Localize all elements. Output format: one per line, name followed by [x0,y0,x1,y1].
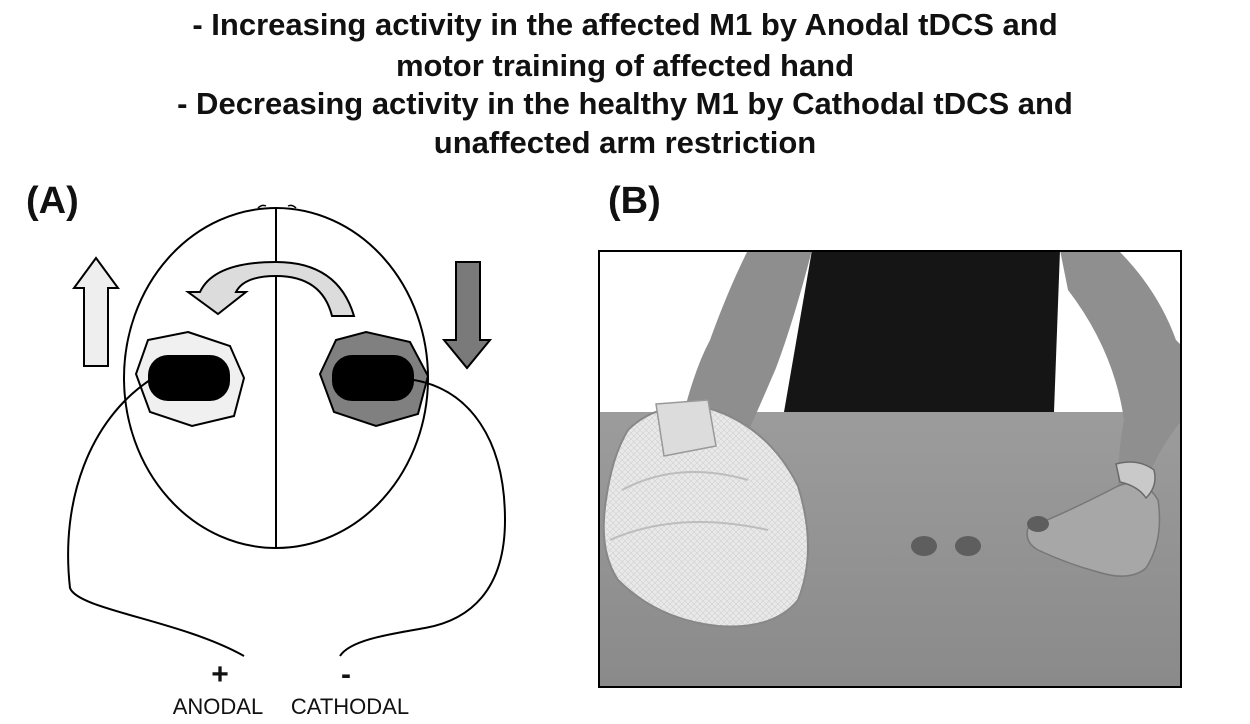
right-arm [1060,250,1182,490]
anode-sign: + [211,658,229,691]
nose-mark [257,204,297,209]
disc-2 [955,536,981,556]
trained-hand [1026,482,1161,577]
panel-b-label: (B) [608,180,661,222]
cathode-label: CATHODAL [290,694,410,719]
caption-line-4: unaffected arm restriction [433,125,817,160]
mitt-strap [655,399,717,457]
down-arrow-icon [441,261,493,370]
panel-a-label: (A) [26,180,79,222]
cathode-sign: - [341,658,351,691]
anode-electrode [148,355,230,401]
anode-label: ANODAL [172,694,264,719]
caption-line-1: - Increasing activity in the affected M1… [192,7,1058,42]
disc-3 [1027,516,1049,532]
cathode-wire [339,379,507,657]
anode-wire [67,379,245,657]
person-torso [784,250,1060,412]
left-arm [682,250,812,432]
bracelet [1115,461,1156,500]
tdcs-head-diagram [67,204,507,657]
photo-frame [598,250,1182,688]
constraint-therapy-photo [598,250,1182,688]
caption-line-2: motor training of affected hand [395,48,855,83]
up-arrow-icon [72,256,120,367]
caption-line-3: - Decreasing activity in the healthy M1 … [177,86,1073,121]
restriction-mitt [602,405,809,628]
disc-1 [911,536,937,556]
cathode-electrode [332,355,414,401]
curved-arrow-icon [184,260,356,317]
